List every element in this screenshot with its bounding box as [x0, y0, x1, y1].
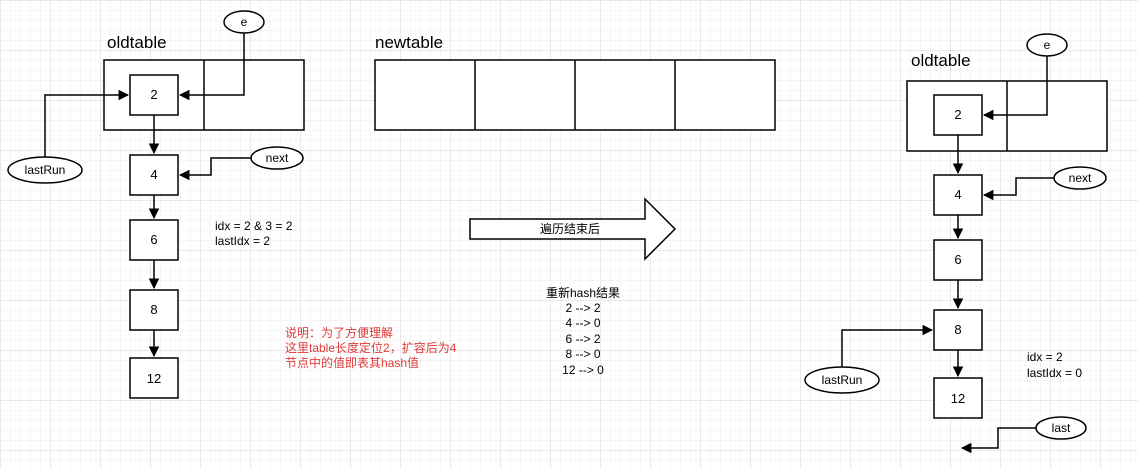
right-node-2: 2: [933, 94, 983, 136]
left-node-6-label: 6: [150, 232, 157, 247]
transition-arrow: 遍历结束后: [469, 197, 677, 261]
note-line-3: 节点中的值即表其hash值: [285, 355, 419, 370]
right-e-arrow: [982, 56, 1048, 121]
right-lastrun-label: lastRun: [822, 373, 863, 387]
explanation-note: 说明：为了方便理解 这里table长度定位2，扩容后为4 节点中的值即表其has…: [285, 325, 457, 370]
newtable-title: newtable: [375, 33, 443, 52]
rehash-line-3: 6 --> 2: [565, 332, 600, 346]
left-node-8-label: 8: [150, 302, 157, 317]
right-oldtable-group: oldtable 2 4 6 8 12 e: [804, 33, 1108, 454]
left-node-12-label: 12: [147, 371, 161, 386]
rehash-line-5: 12 --> 0: [562, 363, 604, 377]
left-node-12: 12: [129, 357, 179, 399]
right-last-label: last: [1052, 421, 1071, 435]
left-node-2-label: 2: [150, 87, 157, 102]
right-last-arrow: [960, 427, 1036, 454]
rehash-line-2: 4 --> 0: [565, 316, 600, 330]
right-next-pointer: next: [1053, 166, 1107, 190]
right-e-pointer: e: [1026, 33, 1068, 57]
left-idx-line2: lastIdx = 2: [215, 234, 270, 248]
left-node-4-label: 4: [150, 167, 157, 182]
rehash-line-1: 2 --> 2: [565, 301, 600, 315]
left-e-pointer: e: [223, 10, 265, 34]
right-node-8: 8: [933, 309, 983, 351]
left-node-4: 4: [129, 154, 179, 196]
right-next-label: next: [1069, 171, 1092, 185]
left-oldtable-title: oldtable: [107, 33, 167, 52]
right-node-6-label: 6: [954, 252, 961, 267]
left-node-6: 6: [129, 219, 179, 261]
right-lastrun-arrow: [841, 324, 934, 367]
transition-arrow-label: 遍历结束后: [540, 222, 600, 236]
rehash-title: 重新hash结果: [546, 285, 620, 300]
right-node-8-label: 8: [954, 322, 961, 337]
right-node-12: 12: [933, 377, 983, 419]
note-line-1: 说明：为了方便理解: [285, 325, 393, 340]
rehash-line-4: 8 --> 0: [565, 347, 600, 361]
big-right-arrow-shape: [469, 197, 677, 261]
left-lastrun-arrow: [44, 89, 130, 157]
rehash-result: 重新hash结果 2 --> 2 4 --> 0 6 --> 2 8 --> 0…: [546, 285, 620, 377]
right-idx-line1: idx = 2: [1027, 350, 1063, 364]
right-node-4-label: 4: [954, 187, 961, 202]
left-next-pointer: next: [250, 146, 304, 170]
left-next-arrow: [178, 157, 251, 181]
right-last-pointer: last: [1035, 416, 1087, 440]
right-node-12-label: 12: [951, 391, 965, 406]
left-oldtable-group: oldtable 2 4 6 8 12 e: [7, 10, 305, 399]
right-oldtable-title: oldtable: [911, 51, 971, 70]
right-node-2-label: 2: [954, 107, 961, 122]
right-idx-line2: lastIdx = 0: [1027, 366, 1082, 380]
right-node-6: 6: [933, 239, 983, 281]
left-node-2: 2: [129, 74, 179, 116]
left-idx-line1: idx = 2 & 3 = 2: [215, 219, 293, 233]
note-line-2: 这里table长度定位2，扩容后为4: [285, 340, 457, 355]
right-next-arrow: [982, 177, 1054, 201]
right-lastrun-pointer: lastRun: [804, 366, 880, 394]
left-node-8: 8: [129, 289, 179, 331]
left-lastrun-pointer: lastRun: [7, 156, 83, 184]
right-node-4: 4: [933, 174, 983, 216]
left-e-arrow: [178, 33, 245, 101]
left-e-label: e: [241, 15, 248, 29]
left-next-label: next: [266, 151, 289, 165]
left-lastrun-label: lastRun: [25, 163, 66, 177]
right-e-label: e: [1044, 38, 1051, 52]
newtable-group: newtable: [374, 33, 776, 131]
